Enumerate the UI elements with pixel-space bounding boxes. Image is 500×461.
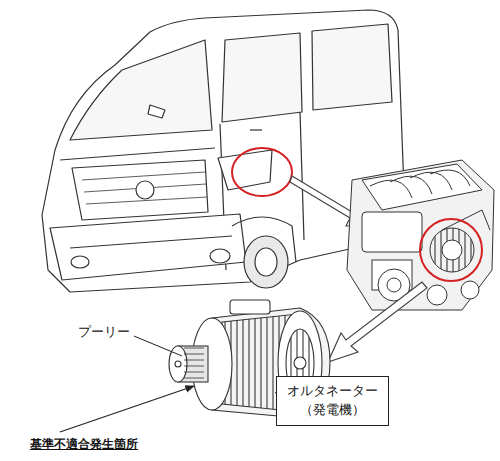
part-name: プーリー xyxy=(78,323,130,341)
warning-note: 基準不適合発生箇所 xyxy=(30,436,138,453)
highlight-circle xyxy=(232,148,292,196)
part-box: オルタネーター （発電機） xyxy=(276,376,389,426)
pointer-arrow xyxy=(60,386,194,432)
part-label: オルタネーター （発電機） xyxy=(287,382,378,420)
leader-line xyxy=(134,336,182,356)
highlight-circle xyxy=(420,219,482,281)
pointer-arrow xyxy=(328,282,427,362)
